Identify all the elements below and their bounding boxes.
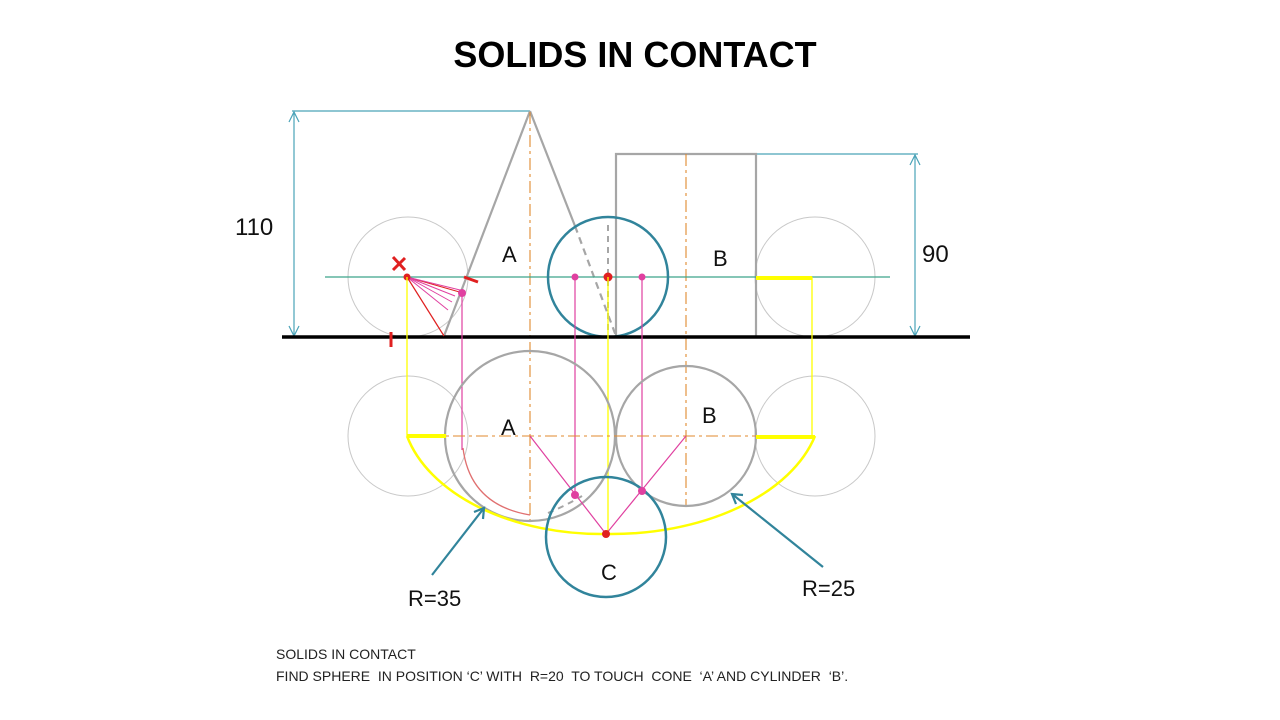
dimension-cone-height (288, 110, 530, 338)
label-radius-right: R=25 (802, 576, 855, 601)
label-radius-left: R=35 (408, 586, 461, 611)
sphere-c-plan (544, 475, 668, 599)
radius-right-leader (730, 492, 824, 568)
dimension-cylinder-height-label: 90 (922, 241, 949, 268)
label-cylinder-plan: B (702, 403, 717, 428)
caption-line-2: FIND SPHERE IN POSITION ‘C’ WITH R=20 TO… (276, 668, 849, 684)
plan-left-sphere-outline (347, 375, 469, 497)
yellow-projectors (406, 277, 813, 534)
cone-tangent-pink (406, 276, 461, 311)
label-cone-plan: A (501, 415, 516, 440)
cone-tangent-construction (389, 255, 479, 347)
sphere-c-plan-centre (602, 530, 610, 538)
plan-construction-lines (529, 435, 687, 535)
problem-caption: SOLIDS IN CONTACT FIND SPHERE IN POSITIO… (276, 643, 848, 687)
pink-projectors (461, 277, 643, 495)
slide-title: SOLIDS IN CONTACT (453, 34, 817, 75)
label-sphere-plan: C (601, 560, 617, 585)
contact-point-cylinder-plan (638, 487, 646, 495)
cone-elevation (442, 110, 618, 337)
caption-line-1: SOLIDS IN CONTACT (276, 646, 416, 662)
construction-circles (347, 216, 876, 497)
dimension-cone-height-label: 110 (235, 214, 273, 241)
contact-point-cone-plan (571, 491, 579, 499)
label-cone-elevation: A (502, 242, 517, 267)
plan-loci (405, 434, 817, 536)
cone-plan-red-arc (462, 447, 531, 516)
radius-left-leader (431, 506, 486, 576)
label-cylinder-elevation: B (713, 246, 728, 271)
dimension-cylinder-height (756, 153, 921, 338)
